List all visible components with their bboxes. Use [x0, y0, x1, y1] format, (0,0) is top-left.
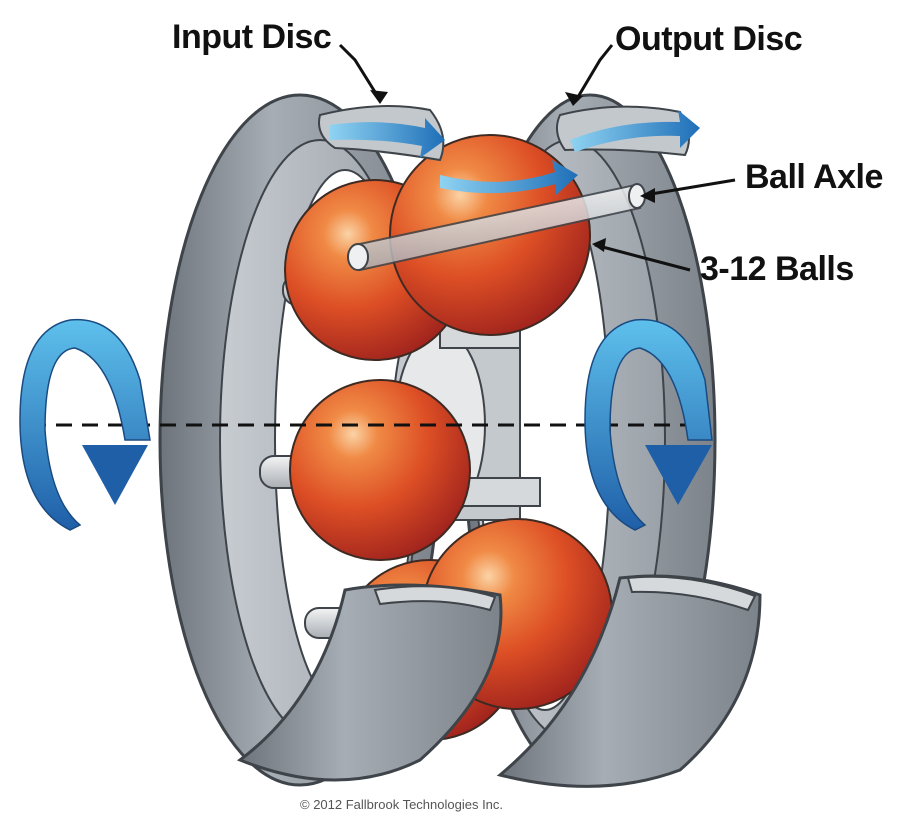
disc-lips-bottom [236, 574, 762, 788]
leader-arrowheads [370, 90, 655, 252]
rotation-right-icon [584, 318, 713, 531]
leader-lines [338, 43, 736, 272]
blue-flow-arrow-icon [330, 110, 700, 195]
ball [289, 379, 471, 561]
balls-count-label: 3-12 Balls [700, 250, 854, 288]
rotation-left-icon [19, 318, 151, 531]
copyright-text: © 2012 Fallbrook Technologies Inc. [300, 797, 504, 812]
ball-axle [347, 183, 646, 272]
output-disc-label: Output Disc [615, 20, 803, 58]
input-disc-label: Input Disc [172, 18, 332, 56]
ball-axle-label: Ball Axle [745, 158, 883, 196]
